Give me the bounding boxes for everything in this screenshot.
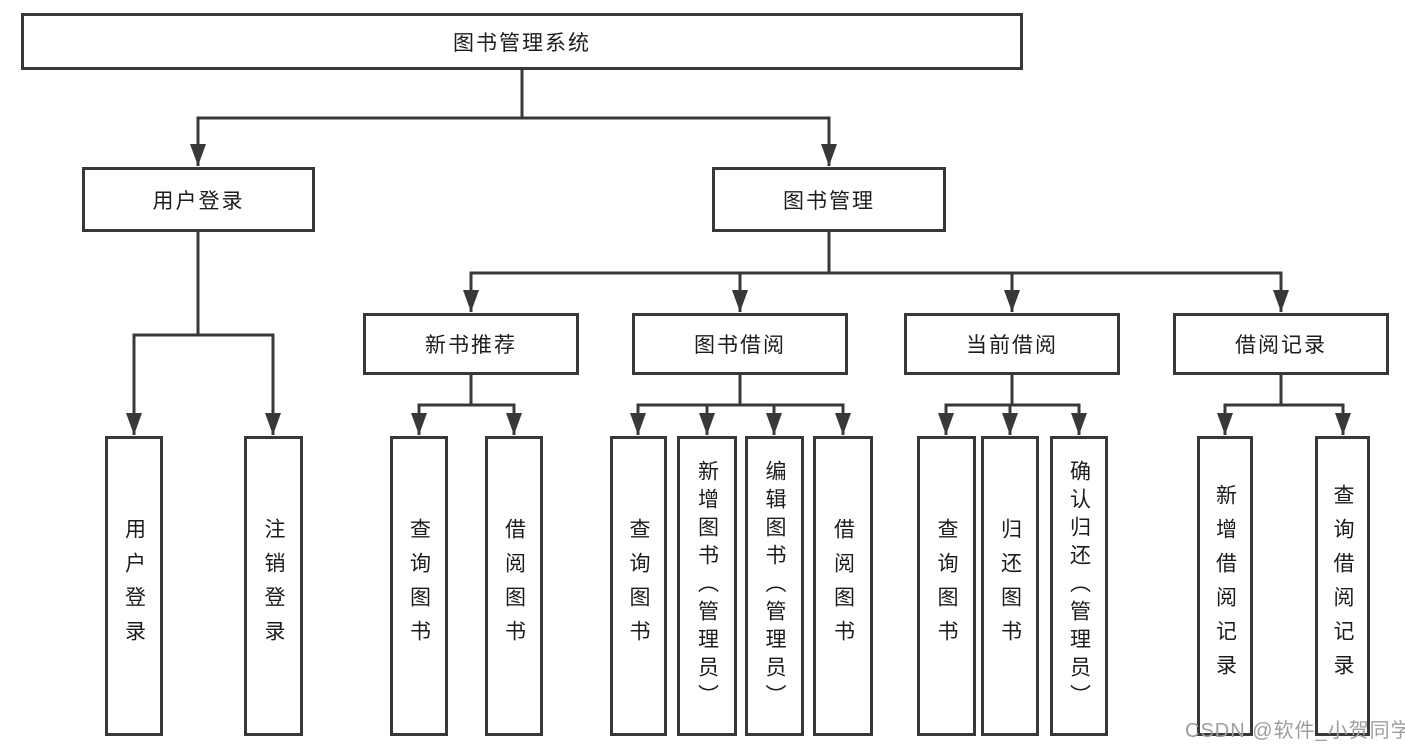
node-label: 用户登录 <box>152 189 245 213</box>
leaf-cb-return-books: 归还图书 <box>981 436 1039 736</box>
node-label: 图书借阅 <box>694 334 786 357</box>
leaf-nb-borrow-books: 借阅图书 <box>485 436 543 736</box>
leaf-bb-query-books: 查询图书 <box>610 436 667 736</box>
leaf-bb-add-books-admin: 新增图书（管理员） <box>677 436 737 736</box>
leaf-label: 查询图书 <box>627 518 650 654</box>
leaf-user-login: 用户登录 <box>105 436 163 736</box>
node-user-login: 用户登录 <box>82 167 315 232</box>
node-book-management: 图书管理 <box>712 167 946 232</box>
leaf-label: 新增借阅记录 <box>1213 484 1237 688</box>
leaf-br-query-record: 查询借阅记录 <box>1315 436 1370 736</box>
node-label: 新书推荐 <box>425 334 517 357</box>
leaf-cb-confirm-return-admin: 确认归还（管理员） <box>1050 436 1108 736</box>
leaf-bb-edit-books-admin: 编辑图书（管理员） <box>745 436 804 736</box>
leaf-label: 借阅图书 <box>831 518 855 654</box>
leaf-label: 归还图书 <box>998 518 1022 654</box>
leaf-label: 新增图书（管理员） <box>695 460 719 712</box>
node-label: 借阅记录 <box>1235 334 1327 357</box>
leaf-label: 借阅图书 <box>502 518 526 654</box>
leaf-label: 查询借阅记录 <box>1331 484 1354 688</box>
node-label: 图书管理系统 <box>453 31 591 55</box>
node-new-book-recommend: 新书推荐 <box>363 313 579 375</box>
leaf-logout: 注销登录 <box>244 436 303 736</box>
leaf-cb-query-books: 查询图书 <box>917 436 976 736</box>
watermark: CSDN @软件_小贺同学 <box>1185 720 1405 742</box>
leaf-label: 查询图书 <box>407 518 431 654</box>
leaf-label: 用户登录 <box>122 518 146 654</box>
leaf-label: 编辑图书（管理员） <box>763 460 786 712</box>
node-current-borrow: 当前借阅 <box>904 313 1120 375</box>
leaf-label: 注销登录 <box>262 518 285 654</box>
leaf-label: 查询图书 <box>935 518 958 654</box>
leaf-nb-query-books: 查询图书 <box>390 436 448 736</box>
node-label: 图书管理 <box>783 189 875 213</box>
node-library-management-system: 图书管理系统 <box>21 13 1023 70</box>
leaf-bb-borrow-books: 借阅图书 <box>813 436 873 736</box>
node-book-borrow: 图书借阅 <box>632 313 848 375</box>
leaf-label: 确认归还（管理员） <box>1067 460 1091 712</box>
node-label: 当前借阅 <box>966 334 1058 357</box>
leaf-br-add-record: 新增借阅记录 <box>1197 436 1253 736</box>
node-borrow-records: 借阅记录 <box>1173 313 1389 375</box>
